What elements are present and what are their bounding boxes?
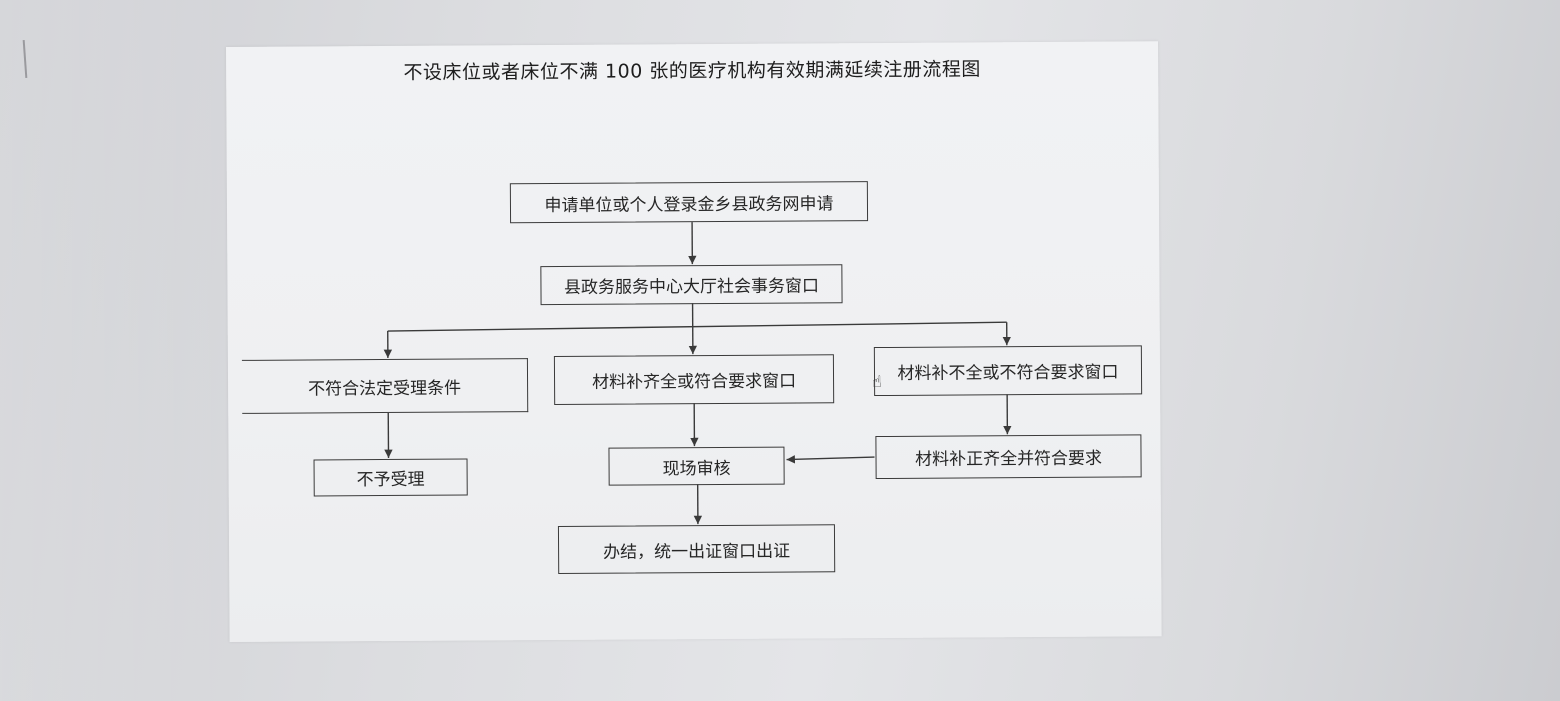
flowchart-paper: 不设床位或者床位不满 100 张的医疗机构有效期满延续注册流程图 申请单位或个人… (226, 41, 1162, 642)
background-glare (0, 0, 230, 701)
node-apply: 申请单位或个人登录金乡县政务网申请 (509, 181, 869, 224)
edge-supplement-inspect (786, 455, 875, 464)
node-supplement: 材料补正齐全并符合要求 (875, 434, 1142, 480)
node-not-qualified: 不符合法定受理条件 (241, 358, 529, 414)
node-window: 县政务服务中心大厅社会事务窗口 (540, 264, 843, 306)
node-reject: 不予受理 (313, 458, 468, 497)
node-complete: 材料补齐全或符合要求窗口 (553, 354, 835, 406)
node-finish: 办结，统一出证窗口出证 (557, 524, 836, 574)
node-incomplete: 材料补不全或不符合要求窗口 (873, 345, 1143, 397)
node-inspect: 现场审核 (608, 446, 785, 486)
flowchart-connectors (383, 222, 1012, 525)
hand-cursor-icon: ☝ (871, 372, 882, 392)
edge-branch-bus (387, 321, 1007, 332)
